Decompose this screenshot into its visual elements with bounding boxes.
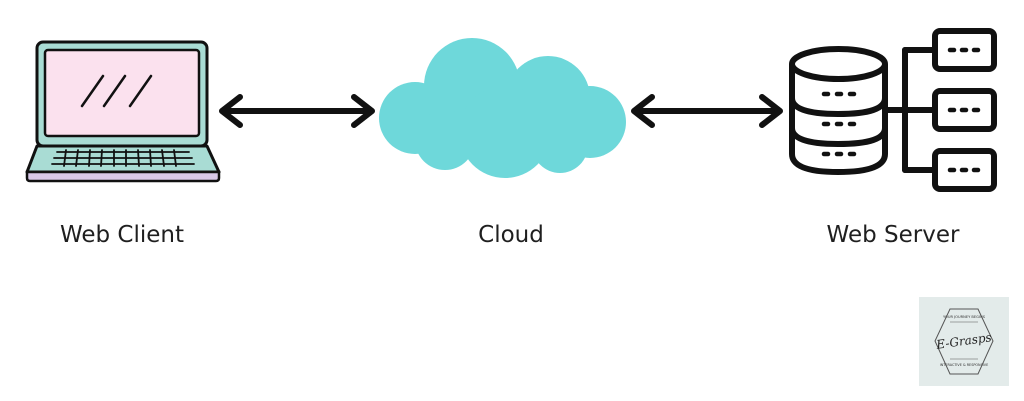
database-server-icon (789, 46, 888, 175)
logo-tagline-top: YOUR JOURNEY BEGINS (943, 315, 986, 319)
bidirectional-arrow-client-cloud (219, 94, 375, 128)
cloud-icon (379, 38, 626, 178)
server-node-box-2 (932, 88, 997, 132)
web-server-label: Web Server (826, 222, 960, 248)
web-client-label: Web Client (59, 222, 185, 248)
server-node-box-1 (932, 28, 997, 72)
logo-tagline-bottom: INTERACTIVE & RESPONSIVE (940, 363, 988, 367)
e-grasps-logo: YOUR JOURNEY BEGINS E-Grasps INTERACTIVE… (919, 297, 1009, 386)
cloud-label: Cloud (478, 222, 544, 248)
laptop-icon (25, 40, 221, 183)
server-node-box-3 (932, 148, 997, 192)
server-connector-lines (882, 47, 936, 173)
bidirectional-arrow-cloud-server (631, 94, 783, 128)
